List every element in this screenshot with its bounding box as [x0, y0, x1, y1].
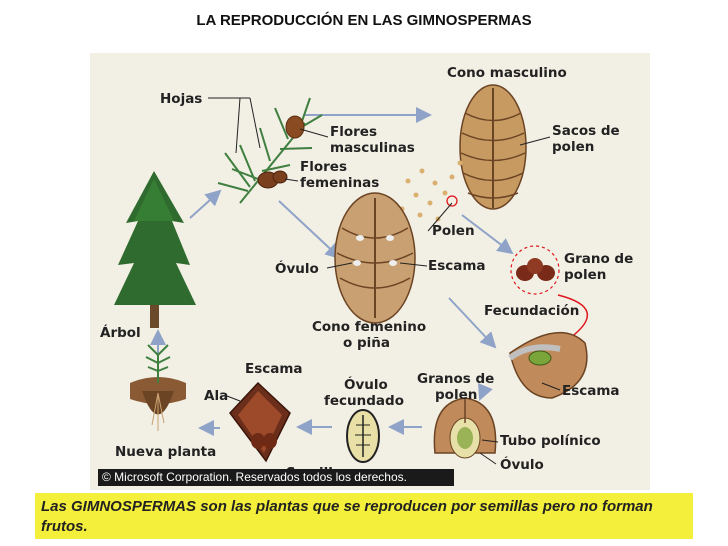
label-cono-femenino-1: Cono femenino — [312, 319, 426, 335]
label-hojas: Hojas — [160, 91, 202, 107]
label-sacos-polen-2: polen — [552, 139, 594, 155]
label-ovulo: Óvulo — [275, 259, 319, 277]
pine-branch-illustration — [217, 97, 323, 204]
label-granos-polen-2: polen — [435, 387, 477, 403]
label-cono-femenino-2: o piña — [343, 335, 390, 351]
label-nueva-planta: Nueva planta — [115, 444, 216, 460]
illustration-panel: Hojas Cono masculino Flores masculinas F… — [90, 53, 650, 490]
female-cone-illustration — [334, 192, 416, 324]
label-ovulo-bottom: Óvulo — [500, 455, 544, 473]
label-flores-femeninas-2: femeninas — [300, 175, 379, 191]
label-ovulo-fecundado-2: fecundado — [324, 393, 404, 409]
fertilized-ovule-illustration — [346, 409, 380, 463]
fertilization-illustration — [508, 331, 588, 399]
label-flores-femeninas-1: Flores — [300, 159, 347, 175]
label-flores-masculinas-1: Flores — [330, 124, 377, 140]
label-escama-cono: Escama — [428, 258, 486, 274]
label-escama-semilla: Escama — [245, 361, 303, 377]
arrow-to-branch — [189, 189, 222, 219]
copyright-bar: © Microsoft Corporation. Reservados todo… — [98, 469, 454, 486]
label-sacos-polen-1: Sacos de — [552, 123, 620, 139]
male-cone-illustration — [459, 84, 527, 210]
label-ovulo-fecundado-1: Óvulo — [344, 375, 388, 393]
label-grano-polen-2: polen — [564, 267, 606, 283]
seed-illustration — [229, 381, 291, 463]
arrow-to-pollen-grain — [461, 214, 514, 255]
new-plant-illustration — [130, 344, 186, 431]
label-tubo-polinico: Tubo polínico — [500, 433, 601, 449]
pollen-tube-illustration — [433, 397, 497, 459]
pollen-grain-illustration — [510, 245, 560, 295]
label-flores-masculinas-2: masculinas — [330, 140, 415, 156]
label-ala: Ala — [204, 388, 228, 404]
slide-title: LA REPRODUCCIÓN EN LAS GIMNOSPERMAS — [196, 12, 532, 29]
leader-lines — [208, 97, 561, 465]
label-granos-polen-1: Granos de — [417, 371, 494, 387]
label-grano-polen-1: Grano de — [564, 251, 633, 267]
label-escama-fecundacion: Escama — [562, 383, 620, 399]
label-fecundacion: Fecundación — [484, 303, 579, 319]
arrow-to-fertilization — [448, 297, 497, 349]
label-cono-masculino: Cono masculino — [447, 65, 567, 81]
life-cycle-diagram: Hojas Cono masculino Flores masculinas F… — [100, 65, 633, 481]
caption-box: Las GIMNOSPERMAS son las plantas que se … — [35, 493, 693, 539]
label-arbol: Árbol — [100, 324, 141, 341]
arrow-to-female-cone — [278, 200, 342, 260]
tree-illustration — [114, 171, 196, 328]
cycle-arrows — [150, 107, 514, 436]
arrow-to-pollen-tube — [478, 383, 493, 401]
label-polen: Polen — [432, 223, 475, 239]
